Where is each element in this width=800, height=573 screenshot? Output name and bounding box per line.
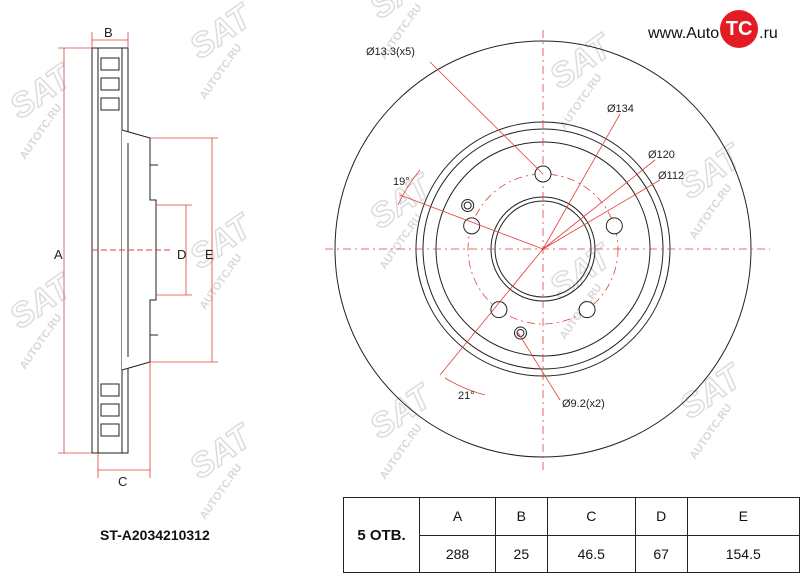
dim-d112: Ø112: [658, 170, 684, 182]
spec-header-row: 5 ОТВ. A B C D E: [343, 497, 800, 573]
dim-angle-bottom: 21°: [458, 390, 475, 402]
watermark-logo: SAT: [183, 206, 261, 277]
value-c: 46.5: [546, 534, 636, 573]
label-b: B: [104, 25, 113, 40]
label-a: A: [54, 247, 63, 262]
dim-pin-holes: Ø9.2(x2): [562, 398, 605, 410]
watermark-logo: SAT: [3, 266, 81, 337]
watermark-logo: SAT: [363, 376, 441, 447]
header-c: C: [546, 497, 636, 536]
part-number: ST-A2034210312: [100, 527, 210, 543]
dim-bolt-holes: Ø13.3(x5): [366, 46, 415, 58]
watermark-logo: SAT: [543, 26, 621, 97]
header-b: B: [494, 497, 548, 536]
side-dimensions: [58, 32, 218, 478]
brand-tc-badge: TC: [720, 10, 759, 48]
front-leaders: [397, 61, 661, 401]
watermark-logo: SAT: [673, 136, 751, 207]
label-e: E: [205, 247, 214, 262]
pcd-circle: [467, 173, 619, 325]
value-b: 25: [494, 534, 548, 573]
pin-hole: [463, 201, 472, 210]
watermark-logo: SAT: [3, 56, 81, 127]
front-centerlines: [325, 30, 770, 470]
spec-value-row: 288 25 46.5 67 154.5: [344, 534, 800, 573]
value-a: 288: [419, 534, 496, 573]
header-d: D: [634, 497, 688, 536]
watermark-logo: SAT: [673, 356, 751, 427]
dim-d120: Ø120: [648, 149, 675, 161]
side-view: [91, 47, 170, 454]
side-vents: [100, 57, 120, 437]
brand-suffix: .ru: [759, 25, 778, 43]
dim-angle-top: 19°: [393, 176, 410, 188]
label-c: C: [118, 474, 127, 489]
value-d: 67: [634, 534, 688, 573]
bolt-hole: [605, 217, 623, 235]
header-a: A: [419, 497, 496, 536]
bolt-hole: [490, 301, 508, 319]
value-e: 154.5: [686, 534, 800, 573]
bolt-holes: [461, 165, 623, 340]
bolt-hole: [463, 217, 481, 235]
watermark-logo: SAT: [183, 416, 261, 487]
spec-table: 5 ОТВ. A B C D E 288 25 46.5 67 154.5: [343, 497, 800, 573]
watermark-logo: SAT: [183, 0, 261, 67]
bolt-hole: [578, 301, 596, 319]
brand-prefix: www.Auto: [648, 25, 720, 43]
dim-d134: Ø134: [607, 103, 634, 115]
header-e: E: [686, 497, 800, 536]
bolts-label: 5 ОТВ.: [343, 497, 420, 573]
label-d: D: [177, 247, 186, 262]
